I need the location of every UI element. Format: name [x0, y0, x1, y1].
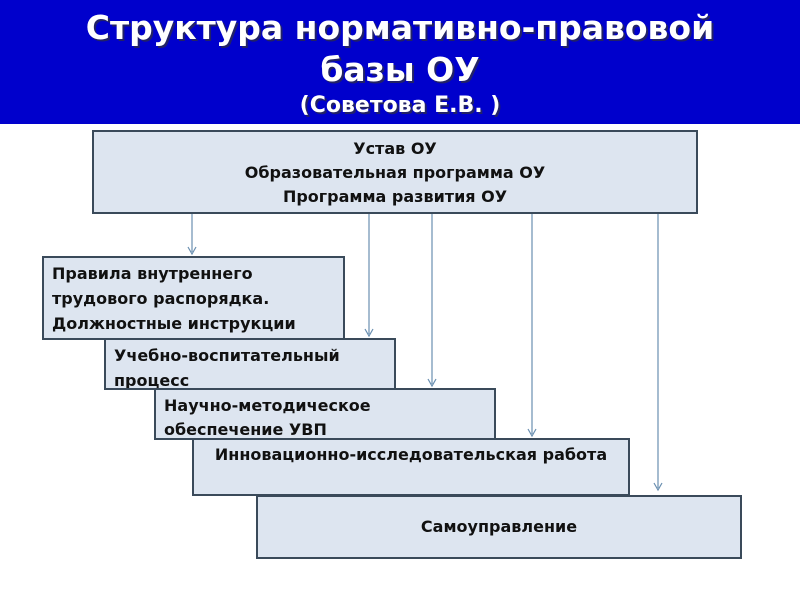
top-box-line-program: Образовательная программа ОУ [244, 163, 546, 182]
title-banner: Структура нормативно-правовой базы ОУ (С… [0, 0, 800, 124]
arrowhead-2 [364, 328, 374, 338]
title-author: (Советова Е.В. ) [299, 93, 501, 118]
arrowhead-4 [527, 428, 537, 438]
box-methodical-support: Научно-методическое обеспечение УВП [154, 388, 496, 440]
arrowhead-1 [187, 246, 197, 256]
title-line-2: базы ОУ [320, 50, 480, 89]
top-box-documents: Устав ОУ Образовательная программа ОУ Пр… [92, 130, 698, 214]
title-line-1: Структура нормативно-правовой [85, 8, 715, 47]
arrowhead-5 [653, 482, 663, 492]
box-innovation-research: Инновационно-исследовательская работа [192, 438, 630, 496]
box-educational-process: Учебно-воспитательный процесс [104, 338, 396, 390]
top-box-line-development: Программа развития ОУ [282, 187, 508, 206]
arrowhead-3 [427, 378, 437, 388]
top-box-line-charter: Устав ОУ [353, 139, 437, 158]
box-labor-regulations: Правила внутреннего трудового распорядка… [42, 256, 345, 340]
box-self-government: Самоуправление [256, 495, 742, 559]
